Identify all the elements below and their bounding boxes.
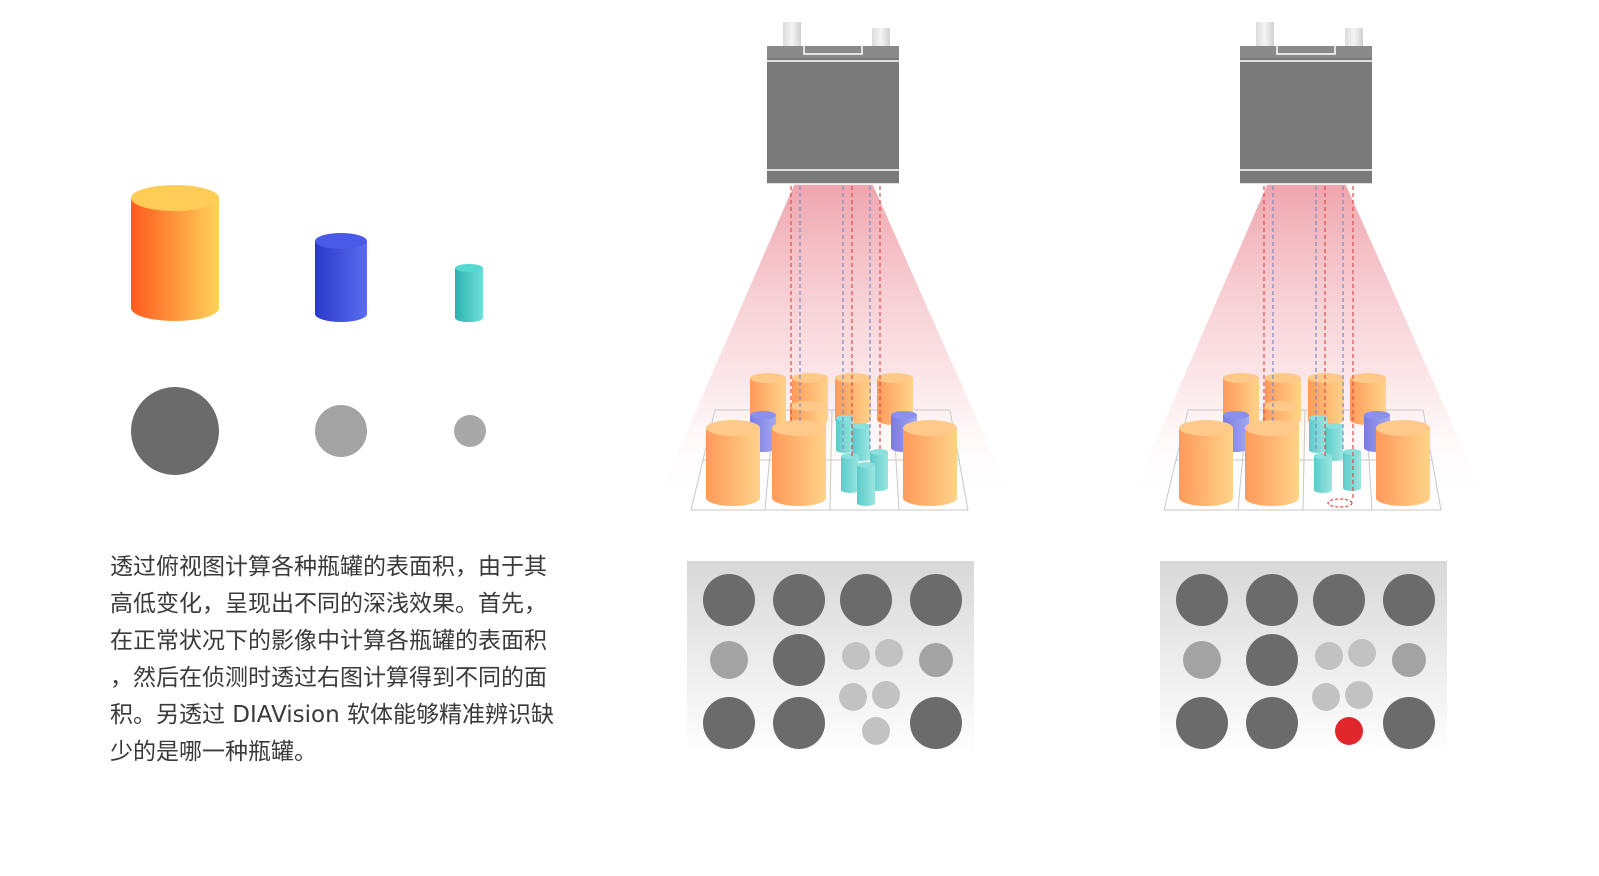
legend-short-container	[455, 264, 483, 322]
description-line: 少的是哪一种瓶罐。	[110, 739, 317, 765]
defect-top-view-panel	[1160, 561, 1447, 755]
description-line: ，然后在侦测时透过右图计算得到不同的面	[110, 665, 547, 691]
camera	[767, 43, 899, 185]
camera-mount-left	[1256, 22, 1274, 48]
normal-scene	[655, 22, 1015, 511]
description-line: 在正常状况下的影像中计算各瓶罐的表面积	[110, 628, 547, 654]
normal-top-view-panel	[687, 561, 974, 755]
legend-medium-container	[315, 233, 367, 322]
container-short-cluster	[1314, 449, 1361, 508]
defect-scene	[1128, 22, 1488, 511]
container-front-row	[1179, 420, 1430, 506]
legend-tall-container	[131, 185, 219, 321]
camera-mount-left	[783, 22, 801, 48]
description-line: 透过俯视图计算各种瓶罐的表面积，由于其	[110, 554, 547, 580]
description-text: 透过俯视图计算各种瓶罐的表面积，由于其 高低变化，呈现出不同的深浅效果。首先， …	[110, 549, 630, 771]
camera-mount-right	[872, 28, 890, 48]
missing-container-marker	[1335, 717, 1363, 745]
container-short-cluster	[841, 449, 888, 506]
measurement-rays	[790, 186, 881, 456]
container-front-row	[706, 420, 957, 506]
legend-medium-top-view	[315, 405, 367, 457]
description-line: 积。另透过 DIAVision 软体能够精准辨识缺	[110, 702, 555, 728]
description-line: 高低变化，呈现出不同的深浅效果。首先，	[110, 591, 547, 617]
measurement-rays	[1263, 186, 1354, 500]
camera	[1240, 43, 1372, 185]
camera-mount-right	[1345, 28, 1363, 48]
legend-short-top-view	[454, 415, 486, 447]
missing-container-outline	[1327, 498, 1353, 508]
legend-tall-top-view	[131, 387, 219, 475]
